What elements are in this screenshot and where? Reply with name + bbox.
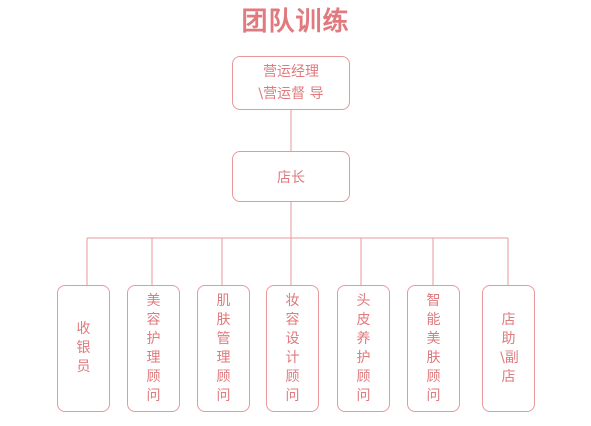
node-beauty-care-consultant: 美容护理顾问 (127, 285, 180, 412)
node-store-manager: 店长 (232, 151, 350, 202)
node-cashier: 收银员 (57, 285, 110, 412)
node-operations-manager: 营运经理 \营运督 导 (232, 56, 350, 110)
node-skin-management-consultant-label: 肌肤管理顾问 (216, 292, 231, 404)
node-smart-skincare-consultant: 智能美肤顾问 (407, 285, 460, 412)
node-smart-skincare-consultant-label: 智能美肤顾问 (426, 292, 441, 404)
node-scalp-care-consultant-label: 头皮养护顾问 (356, 292, 371, 404)
node-operations-manager-line1: 营运经理 (263, 64, 319, 80)
node-makeup-design-consultant-label: 妆容设计顾问 (285, 292, 300, 404)
node-assistant-manager-label: 店助\副店 (500, 311, 519, 385)
node-skin-management-consultant: 肌肤管理顾问 (197, 285, 250, 412)
node-store-manager-label: 店长 (277, 169, 305, 186)
node-cashier-label: 收银员 (76, 321, 91, 375)
leaf-drop-lines (86, 238, 509, 285)
node-assistant-manager: 店助\副店 (482, 285, 535, 412)
node-scalp-care-consultant: 头皮养护顾问 (337, 285, 390, 412)
node-makeup-design-consultant: 妆容设计顾问 (266, 285, 319, 412)
node-operations-manager-line2: \营运督 导 (258, 86, 324, 102)
node-beauty-care-consultant-label: 美容护理顾问 (146, 292, 161, 404)
page-title: 团队训练 (241, 7, 350, 37)
